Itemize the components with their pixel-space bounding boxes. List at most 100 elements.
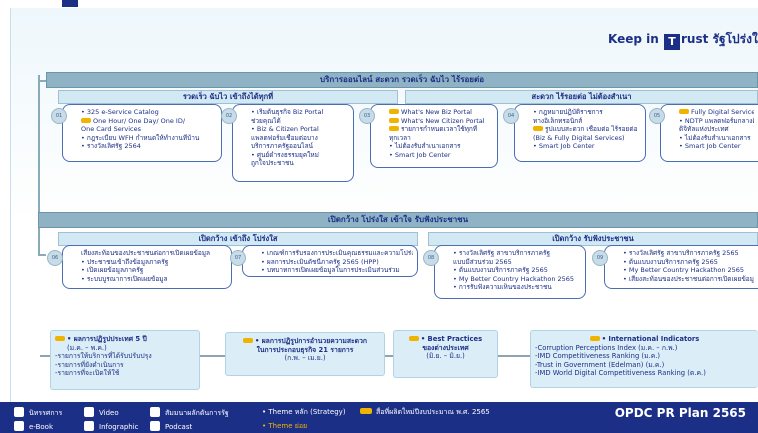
box-line: -IMD Competitiveness Ranking (ม.ค.) xyxy=(535,352,661,360)
section-2-title: เปิดกว้าง โปร่งใส เข้าใจ รับฟังประชาชน xyxy=(38,212,758,228)
section-2-right-bar: เปิดกว้าง รับฟังประชาชน xyxy=(428,232,758,246)
podcast-icon xyxy=(150,421,160,431)
box-sub: (ม.ค. – พ.ค.) xyxy=(67,343,107,352)
badge-05: 05 xyxy=(649,108,665,124)
card-line: เสียงสะท้อนของประชาชนต่อการเปิดเผยข้อมูล xyxy=(81,249,211,257)
card-line: One Card Services xyxy=(81,125,141,133)
card-06: เสียงสะท้อนของประชาชนต่อการเปิดเผยข้อมูล… xyxy=(62,245,232,289)
card-line: ถูกใจประชาชน xyxy=(251,159,294,167)
plan-title: OPDC PR Plan 2565 xyxy=(614,406,746,420)
bottom-box-3: • Best Practices ของต่างประเทศ (มิ.ย. – … xyxy=(393,330,498,378)
legend-theme-sub: • Theme ย่อย xyxy=(262,422,308,430)
rail-tick-2 xyxy=(38,254,46,256)
bottom-box-2: • ผลการปฏิรูปการอำนวยความสะดวก ในการประก… xyxy=(225,332,385,376)
card-line: • My Better Country Hackathon 2565 xyxy=(453,274,575,283)
card-line: • รางวัลเลิศรัฐ สาขาบริการภาครัฐ 2565 xyxy=(623,249,739,257)
document-icon xyxy=(81,117,91,123)
box-line: -รายการที่จะเปิดให้ใช้ xyxy=(55,369,120,377)
section-1-left-bar: รวดเร็ว ฉับไว เข้าถึงได้ทุกที่ xyxy=(58,90,398,104)
card-line: One Hour/ One Day/ One ID/ xyxy=(81,117,217,126)
card-04: • กฎหมายปฏิบัติราชการ ทางอิเล็กทรอนิกส์ … xyxy=(514,104,646,162)
document-icon xyxy=(242,338,253,343)
card-line: • เริ่มต้นธุรกิจ Biz Portal xyxy=(251,108,324,116)
card-line: What's New Biz Portal xyxy=(389,108,493,117)
brand-logo-text: rust xyxy=(680,32,709,46)
card-line: • ผลการประเมินดัชนีภาครัฐ 2565 (HPP) xyxy=(261,257,379,266)
card-03: What's New Biz Portal What's New Citizen… xyxy=(370,104,498,168)
legend-infographic: Infographic xyxy=(84,421,139,431)
badge-03: 03 xyxy=(359,108,375,124)
card-line: Fully Digital Services xyxy=(679,108,754,117)
card-line: • ประชาชนเข้าถึงข้อมูลภาครัฐ xyxy=(81,257,169,266)
card-line: • เปิดเผยข้อมูลภาครัฐ xyxy=(81,266,144,274)
infographic-icon xyxy=(84,421,94,431)
card-line: • ต้นแบบงานบริการภาครัฐ 2565 xyxy=(453,266,548,274)
legend-exhibition: นิทรรศการ xyxy=(14,407,62,419)
box-title: • International Indicators xyxy=(535,335,754,344)
document-icon xyxy=(389,117,399,123)
document-icon xyxy=(389,126,399,131)
box-title: • ผลการปฏิรูปประเทศ 5 ปี xyxy=(55,335,195,344)
legend-theme-main: • Theme หลัก (Strategy) xyxy=(262,408,346,416)
card-line: • Smart Job Center xyxy=(679,142,741,150)
card-line: • รางวัลเลิศรัฐ 2564 xyxy=(81,142,141,150)
card-line: (Biz & Fully Digital Services) xyxy=(533,133,625,142)
card-line: • Biz & Citizen Portal xyxy=(251,125,319,133)
document-icon xyxy=(533,126,543,131)
new-media-icon xyxy=(360,408,372,414)
bottom-box-4: • International Indicators -Corruption P… xyxy=(530,330,758,388)
box-sub: (มิ.ย. – มิ.ย.) xyxy=(426,352,465,360)
card-line: รายการกำหนดเวลาใช้ทุกที่ xyxy=(389,125,493,134)
card-05: Fully Digital Services • NDTP แพลตฟอร์มก… xyxy=(660,104,758,162)
card-line: What's New Citizen Portal xyxy=(389,117,493,126)
document-icon xyxy=(55,336,65,341)
card-line: ดิจิทัลแห่งประเทศ xyxy=(679,125,729,133)
video-icon xyxy=(84,407,94,417)
bottom-box-1: • ผลการปฏิรูปประเทศ 5 ปี (ม.ค. – พ.ค.) -… xyxy=(50,330,200,390)
brand-prefix: Keep in xyxy=(608,32,659,46)
people-icon xyxy=(150,407,160,417)
card-line: • ไม่ต้องรับสำเนาเอกสาร xyxy=(679,133,751,142)
box-line: -รายการที่ยังดำเนินการ xyxy=(55,360,124,369)
badge-02: 02 xyxy=(221,108,237,124)
document-icon xyxy=(389,109,399,114)
card-line: • กฎหมายปฏิบัติราชการ xyxy=(533,108,603,116)
section-2-left-bar: เปิดกว้าง เข้าถึง โปร่งใส xyxy=(58,232,418,246)
card-01: • 325 e-Service Catalog One Hour/ One Da… xyxy=(62,104,222,162)
card-line: ทุกเวลา xyxy=(389,133,411,142)
section-1-right-bar: สะดวก ไร้รอยต่อ ไม่ต้องสำเนา xyxy=(405,90,758,104)
badge-04: 04 xyxy=(503,108,519,124)
card-02: • เริ่มต้นธุรกิจ Biz Portal ช่วยคุณได้ •… xyxy=(232,104,354,182)
badge-06: 06 xyxy=(47,250,63,266)
card-08: • รางวัลเลิศรัฐ สาขาบริการภาครัฐ แบบมีส่… xyxy=(434,245,586,299)
card-09: • รางวัลเลิศรัฐ สาขาบริการภาครัฐ 2565 • … xyxy=(604,245,758,289)
card-line: ช่วยคุณได้ xyxy=(251,116,281,125)
legend-budget: สื่อที่ผลิตใหม่ปีงบประมาณ พ.ศ. 2565 xyxy=(360,407,490,418)
box-line: -Trust in Government (Edelman) (ม.ค.) xyxy=(535,360,665,369)
card-line: • ศูนย์ดำรงธรรมยุคใหม่ xyxy=(251,150,319,159)
card-line: • Smart Job Center xyxy=(533,142,595,150)
badge-08: 08 xyxy=(423,250,439,266)
box-line: ในการประกอบธุรกิจ 21 รายการ xyxy=(256,345,354,354)
legend-footer: นิทรรศการ Video สัมมนาผลักดันการรัฐ e-Bo… xyxy=(0,402,758,433)
trust-logo-icon: T xyxy=(663,34,680,50)
legend-seminar: สัมมนาผลักดันการรัฐ xyxy=(150,407,229,419)
card-line: • ระบบบูรณาการเปิดเผยข้อมูล xyxy=(81,274,168,283)
card-line: แบบมีส่วนร่วม 2565 xyxy=(453,257,512,266)
box-sub: (ก.พ. – เม.ย.) xyxy=(284,354,326,362)
card-line: • My Better Country Hackathon 2565 xyxy=(623,266,745,274)
card-line: • ต้นแบบงานบริการภาครัฐ 2565 xyxy=(623,257,718,266)
left-rail xyxy=(38,75,40,256)
brand-heading: Keep in Trust รัฐโปร่งใส xyxy=(608,30,758,50)
legend-ebook: e-Book xyxy=(14,421,53,431)
card-line: รูปแบบสะดวก เชื่อมต่อ ไร้รอยต่อ xyxy=(533,125,641,134)
document-icon xyxy=(679,109,689,114)
card-line: • รางวัลเลิศรัฐ สาขาบริการภาครัฐ xyxy=(453,249,551,257)
card-line: • เกณฑ์การรับรองการประเมินคุณธรรมและความ… xyxy=(261,249,413,257)
card-line: บริการภาครัฐออนไลน์ xyxy=(251,142,314,150)
ebook-icon xyxy=(14,421,24,431)
document-icon xyxy=(589,336,600,341)
logo-mark-fragment xyxy=(62,0,78,7)
card-line: • กฎระเบียบ WFH กำหนดให้ทำงานที่บ้าน xyxy=(81,133,200,142)
card-line: • การรับฟังความเห็นของประชาชน xyxy=(453,283,552,291)
